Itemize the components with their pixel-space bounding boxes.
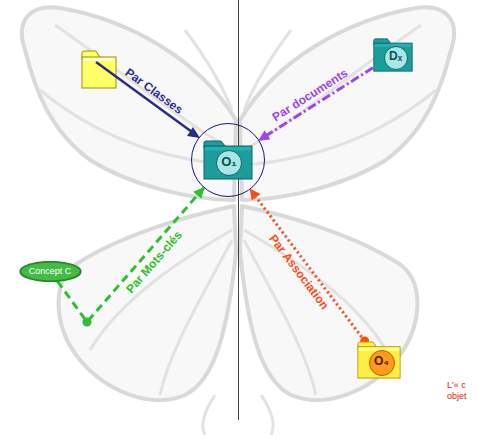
note-text: L'« c objet [447, 380, 477, 402]
object-folder: Dₓ [373, 38, 413, 72]
object-id: O₄ [369, 350, 395, 376]
association-connector [259, 68, 373, 140]
edge-label: Par documents [270, 65, 351, 123]
object-id: Dₓ [384, 46, 408, 70]
association-connector [250, 190, 364, 342]
class-arrow [96, 62, 200, 138]
edge-label: Par Association [266, 232, 332, 312]
concept-text: Concept C [29, 266, 72, 277]
edge-label: Par Mots-clés [123, 228, 185, 296]
concept-bubble: Concept C [19, 261, 82, 282]
edge-label: Par Classes [123, 65, 186, 116]
object-id: O₁ [216, 150, 242, 176]
object-folder: O₄ [357, 341, 401, 379]
divider-line [238, 0, 239, 420]
butterfly-wings [22, 7, 454, 400]
object-folder: O₁ [203, 140, 253, 180]
class-folder-icon [82, 51, 116, 88]
association-connector [57, 188, 203, 322]
connector-dot [83, 318, 92, 327]
focus-circle: O₁ [191, 123, 265, 197]
